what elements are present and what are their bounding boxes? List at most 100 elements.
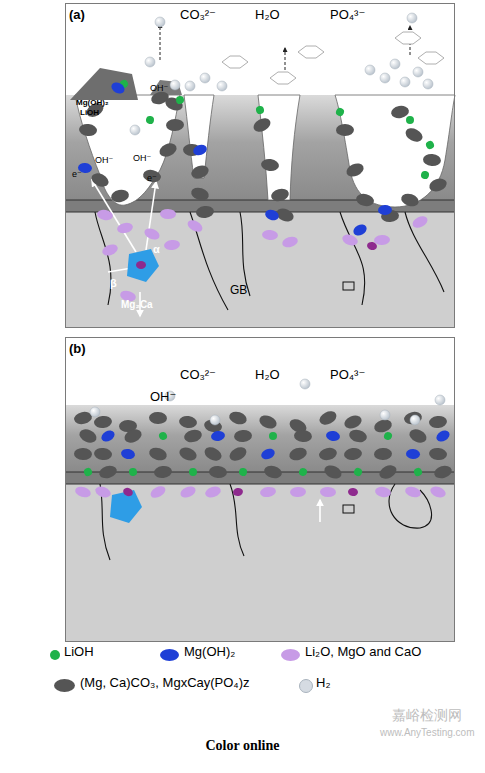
hydrogen-bubble (380, 73, 390, 83)
gas-cells (222, 32, 444, 84)
product-particle (320, 487, 336, 497)
product-particle (433, 464, 454, 480)
product-particle (163, 95, 184, 113)
product-particle (353, 467, 364, 478)
legend-text: LiOH (64, 645, 94, 659)
product-particle (336, 124, 354, 136)
illustration-part (270, 72, 296, 84)
product-particle (270, 187, 290, 203)
hydrogen-bubble (413, 67, 423, 77)
product-particle (429, 484, 448, 499)
node-label: (b) (69, 342, 86, 356)
product-particle (335, 107, 345, 117)
hydroxide-cap (150, 80, 182, 95)
hydrogen-bubble (365, 65, 375, 75)
hydrogen-bubble (423, 79, 433, 89)
species-label: OH⁻ (133, 154, 151, 164)
legend-text: H₂ (316, 676, 330, 690)
hydrogen-bubble (217, 81, 227, 91)
product-particle (175, 95, 184, 104)
product-particle (403, 126, 424, 145)
panel-b: (b) (65, 337, 455, 642)
figure-caption: Color online (0, 738, 485, 754)
product-particle (120, 448, 136, 461)
pit (75, 95, 180, 205)
inner-layer (65, 472, 455, 484)
legend-swatch (54, 679, 75, 692)
product-particle (195, 205, 214, 219)
product-particle (153, 465, 172, 479)
product-particle (413, 467, 423, 477)
species-label: OH⁻ (150, 390, 176, 404)
product-particle (325, 430, 341, 442)
product-particle (351, 222, 368, 237)
hydroxide-cap (70, 68, 138, 100)
outer-film (65, 405, 455, 472)
product-particle (96, 209, 113, 222)
hydrogen-bubble (170, 80, 180, 90)
product-particle (142, 168, 162, 183)
product-particle (228, 410, 249, 427)
product-particle (257, 413, 278, 431)
legend-text: Li₂O, MgO and CaO (305, 645, 421, 659)
product-particle (143, 226, 162, 242)
product-particle (366, 241, 377, 251)
intermetallic-particle: Mg₂Ca (119, 241, 167, 313)
product-particle (227, 444, 249, 463)
species-label: β (110, 277, 117, 289)
illustration-part (92, 180, 136, 252)
product-particle (122, 486, 134, 498)
illustration-part (160, 24, 161, 60)
product-particle (260, 158, 279, 172)
legend-swatch (281, 649, 300, 661)
layer-line (65, 483, 455, 484)
product-particle (157, 141, 178, 159)
illustration-part (230, 484, 244, 556)
node-label: (a) (69, 8, 85, 22)
product-particle (428, 176, 449, 193)
legend-text: Mg(OH)₂ (184, 645, 235, 659)
product-particle (78, 123, 97, 137)
product-particle (186, 218, 205, 235)
hydrogen-bubble (200, 73, 210, 83)
particles (73, 13, 453, 500)
product-particle (423, 153, 442, 166)
illustration-part (395, 32, 421, 44)
product-particle (322, 463, 343, 481)
legend-swatch (160, 649, 179, 661)
grain-boundaries (95, 212, 444, 310)
legend-text: (Mg, Ca)CO₃, MgxCay(PO₄)z (80, 676, 250, 690)
product-particle (74, 448, 92, 461)
species-label: OH⁻ (150, 84, 168, 94)
node-label: Mg₂Ca (121, 299, 153, 310)
product-particle (234, 429, 253, 443)
substrate (65, 337, 455, 642)
product-particle (83, 467, 93, 477)
hydrogen-bubble (155, 17, 165, 27)
product-particle (160, 209, 176, 219)
product-particle (262, 229, 279, 241)
product-particle (255, 105, 265, 115)
product-particle (406, 449, 420, 459)
pit (258, 95, 300, 200)
hydrogen-bubble (185, 81, 195, 91)
product-particle (128, 467, 137, 476)
product-particle (263, 464, 283, 480)
product-particle (179, 484, 198, 500)
pit (184, 95, 214, 178)
product-particle (183, 428, 203, 444)
illustration-part (389, 484, 432, 528)
product-particle (288, 446, 309, 463)
hydrogen-bubble (435, 395, 445, 405)
product-particle (411, 214, 430, 230)
product-particle (192, 143, 208, 157)
small-box (343, 505, 354, 513)
species-label: H₂O (255, 368, 280, 382)
small-box (343, 282, 354, 290)
product-particle (348, 428, 368, 444)
product-particle (281, 235, 299, 249)
hydrogen-bubble (90, 407, 100, 417)
product-particle (428, 447, 447, 461)
product-particle (390, 105, 410, 120)
